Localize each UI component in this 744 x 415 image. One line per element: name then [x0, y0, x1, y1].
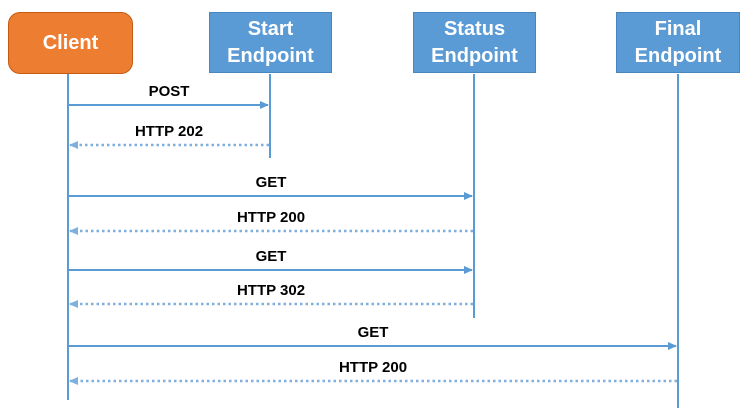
- final-endpoint-label-line2: Endpoint: [634, 44, 722, 67]
- message-label: GET: [357, 324, 389, 341]
- start-endpoint-label-line1: Start: [247, 17, 294, 40]
- status-endpoint-participant: Status Endpoint: [413, 12, 536, 73]
- message-label: GET: [255, 174, 287, 191]
- message-label: POST: [148, 83, 190, 100]
- message-label: HTTP 202: [134, 123, 204, 140]
- client-label: Client: [42, 31, 99, 54]
- message-label: GET: [255, 248, 287, 265]
- message-label: HTTP 302: [236, 282, 306, 299]
- status-endpoint-label-line1: Status: [443, 17, 506, 40]
- client-participant: Client: [8, 12, 133, 74]
- start-endpoint-label-line2: Endpoint: [227, 44, 314, 67]
- start-endpoint-participant: Start Endpoint: [209, 12, 332, 73]
- final-endpoint-participant: Final Endpoint: [616, 12, 740, 73]
- message-label: HTTP 200: [236, 209, 306, 226]
- status-endpoint-label-line2: Endpoint: [431, 44, 518, 67]
- final-endpoint-label-line1: Final: [654, 17, 702, 40]
- message-label: HTTP 200: [338, 359, 408, 376]
